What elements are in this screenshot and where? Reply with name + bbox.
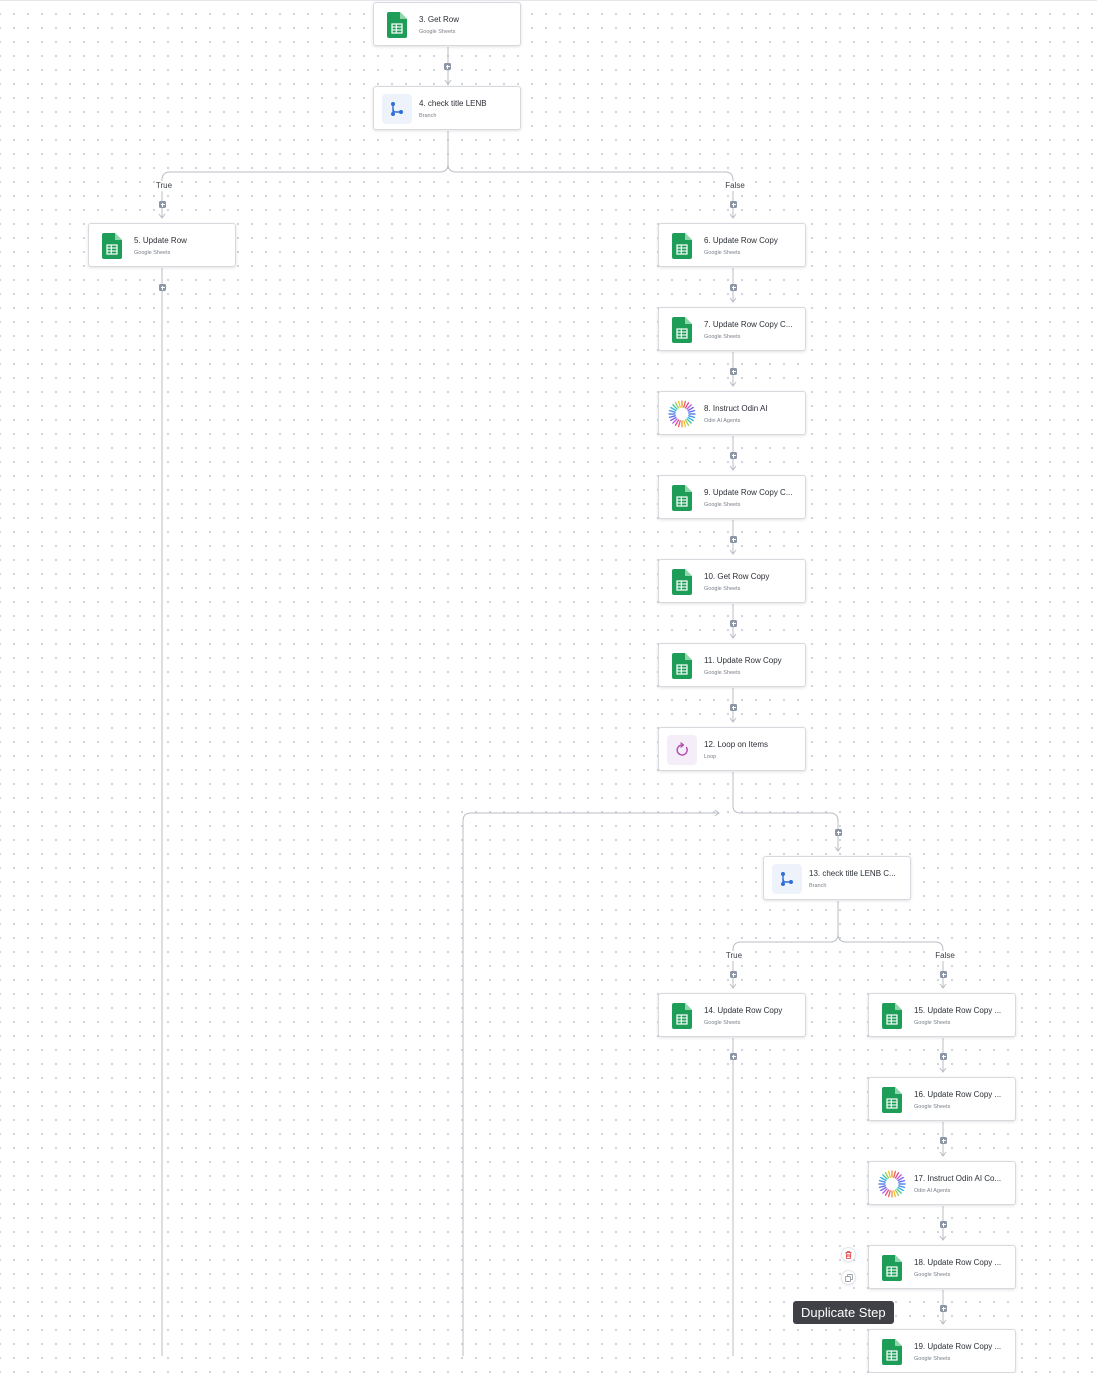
add-step-button[interactable] xyxy=(730,284,737,291)
step-title: 8. Instruct Odin AI xyxy=(704,404,768,413)
add-step-button[interactable] xyxy=(730,536,737,543)
step-app-name: Google Sheets xyxy=(914,1356,951,1362)
step-title: 11. Update Row Copy xyxy=(704,656,782,665)
add-step-button[interactable] xyxy=(159,201,166,208)
step-title: 14. Update Row Copy xyxy=(704,1006,783,1015)
odin-ai-icon xyxy=(877,1169,907,1199)
google-sheets-icon xyxy=(877,1253,907,1283)
step-node-5[interactable]: 5. Update Row Google Sheets xyxy=(88,223,236,267)
step-app-name: Google Sheets xyxy=(914,1104,951,1110)
branch-icon xyxy=(772,864,802,894)
step-app-name: Google Sheets xyxy=(914,1020,951,1026)
add-step-button[interactable] xyxy=(730,452,737,459)
step-node-18[interactable]: 18. Update Row Copy ... Google Sheets xyxy=(868,1245,1016,1289)
step-title: 3. Get Row xyxy=(419,15,460,24)
add-step-button[interactable] xyxy=(940,1305,947,1312)
step-app-name: Google Sheets xyxy=(704,250,741,256)
step-title: 18. Update Row Copy ... xyxy=(914,1258,1002,1267)
add-step-button[interactable] xyxy=(940,1053,947,1060)
duplicate-icon xyxy=(844,1269,853,1287)
step-title: 10. Get Row Copy xyxy=(704,572,770,581)
add-step-button[interactable] xyxy=(835,829,842,836)
step-node-3[interactable]: 3. Get Row Google Sheets xyxy=(373,2,521,46)
step-app-name: Google Sheets xyxy=(704,502,741,508)
step-node-10[interactable]: 10. Get Row Copy Google Sheets xyxy=(658,559,806,603)
step-app-name: Google Sheets xyxy=(914,1272,951,1278)
step-title: 15. Update Row Copy ... xyxy=(914,1006,1002,1015)
step-node-4[interactable]: 4. check title LENB Branch xyxy=(373,86,521,130)
google-sheets-icon xyxy=(667,231,697,261)
step-title: 19. Update Row Copy ... xyxy=(914,1342,1002,1351)
step-app-name: Google Sheets xyxy=(419,29,456,35)
google-sheets-icon xyxy=(667,1001,697,1031)
step-node-15[interactable]: 15. Update Row Copy ... Google Sheets xyxy=(868,993,1016,1037)
add-step-button[interactable] xyxy=(940,1137,947,1144)
step-app-name: Branch xyxy=(419,113,437,119)
canvas-top-border xyxy=(0,0,1097,1)
google-sheets-icon xyxy=(877,1001,907,1031)
branch-icon xyxy=(382,94,412,124)
odin-ai-icon xyxy=(667,399,697,429)
branch-label-true: True xyxy=(154,181,174,191)
google-sheets-icon xyxy=(382,10,412,40)
google-sheets-icon xyxy=(97,231,127,261)
step-app-name: Branch xyxy=(809,883,827,889)
step-app-name: Google Sheets xyxy=(134,250,171,256)
trash-icon xyxy=(845,1246,852,1264)
add-step-button[interactable] xyxy=(730,620,737,627)
add-step-button[interactable] xyxy=(940,1221,947,1228)
add-step-button[interactable] xyxy=(730,971,737,978)
step-title: 4. check title LENB xyxy=(419,99,487,108)
add-step-button[interactable] xyxy=(730,704,737,711)
step-title: 17. Instruct Odin AI Co... xyxy=(914,1174,1002,1183)
step-app-name: Google Sheets xyxy=(704,334,741,340)
step-node-7[interactable]: 7. Update Row Copy C... Google Sheets xyxy=(658,307,806,351)
step-node-14[interactable]: 14. Update Row Copy Google Sheets xyxy=(658,993,806,1037)
step-app-name: Odin AI Agents xyxy=(914,1188,951,1194)
step-app-name: Google Sheets xyxy=(704,670,741,676)
google-sheets-icon xyxy=(667,483,697,513)
step-title: 13. check title LENB C... xyxy=(809,869,896,878)
step-app-name: Google Sheets xyxy=(704,1020,741,1026)
step-title: 7. Update Row Copy C... xyxy=(704,320,793,329)
branch-label-true: True xyxy=(724,951,744,961)
step-node-17[interactable]: 17. Instruct Odin AI Co... Odin AI Agent… xyxy=(868,1161,1016,1205)
step-title: 9. Update Row Copy C... xyxy=(704,488,793,497)
step-node-13[interactable]: 13. check title LENB C... Branch xyxy=(763,856,911,900)
google-sheets-icon xyxy=(667,315,697,345)
google-sheets-icon xyxy=(667,651,697,681)
step-title: 16. Update Row Copy ... xyxy=(914,1090,1002,1099)
branch-label-false: False xyxy=(934,951,956,961)
step-title: 6. Update Row Copy xyxy=(704,236,778,245)
duplicate-step-button[interactable] xyxy=(841,1270,856,1285)
add-step-button[interactable] xyxy=(159,284,166,291)
duplicate-step-tooltip: Duplicate Step xyxy=(793,1301,894,1324)
step-title: 5. Update Row xyxy=(134,236,187,245)
step-node-16[interactable]: 16. Update Row Copy ... Google Sheets xyxy=(868,1077,1016,1121)
add-step-button[interactable] xyxy=(730,1053,737,1060)
add-step-button[interactable] xyxy=(730,201,737,208)
step-node-11[interactable]: 11. Update Row Copy Google Sheets xyxy=(658,643,806,687)
step-node-12[interactable]: 12. Loop on Items Loop xyxy=(658,727,806,771)
step-node-6[interactable]: 6. Update Row Copy Google Sheets xyxy=(658,223,806,267)
google-sheets-icon xyxy=(877,1337,907,1367)
add-step-button[interactable] xyxy=(444,63,451,70)
loop-icon xyxy=(667,735,697,765)
step-node-19[interactable]: 19. Update Row Copy ... Google Sheets xyxy=(868,1329,1016,1373)
google-sheets-icon xyxy=(877,1085,907,1115)
step-title: 12. Loop on Items xyxy=(704,740,769,749)
google-sheets-icon xyxy=(667,567,697,597)
step-app-name: Odin AI Agents xyxy=(704,418,741,424)
delete-step-button[interactable] xyxy=(841,1247,856,1262)
step-node-9[interactable]: 9. Update Row Copy C... Google Sheets xyxy=(658,475,806,519)
add-step-button[interactable] xyxy=(940,971,947,978)
step-app-name: Loop xyxy=(704,754,717,760)
add-step-button[interactable] xyxy=(730,368,737,375)
branch-label-false: False xyxy=(724,181,746,191)
step-node-8[interactable]: 8. Instruct Odin AI Odin AI Agents xyxy=(658,391,806,435)
step-app-name: Google Sheets xyxy=(704,586,741,592)
